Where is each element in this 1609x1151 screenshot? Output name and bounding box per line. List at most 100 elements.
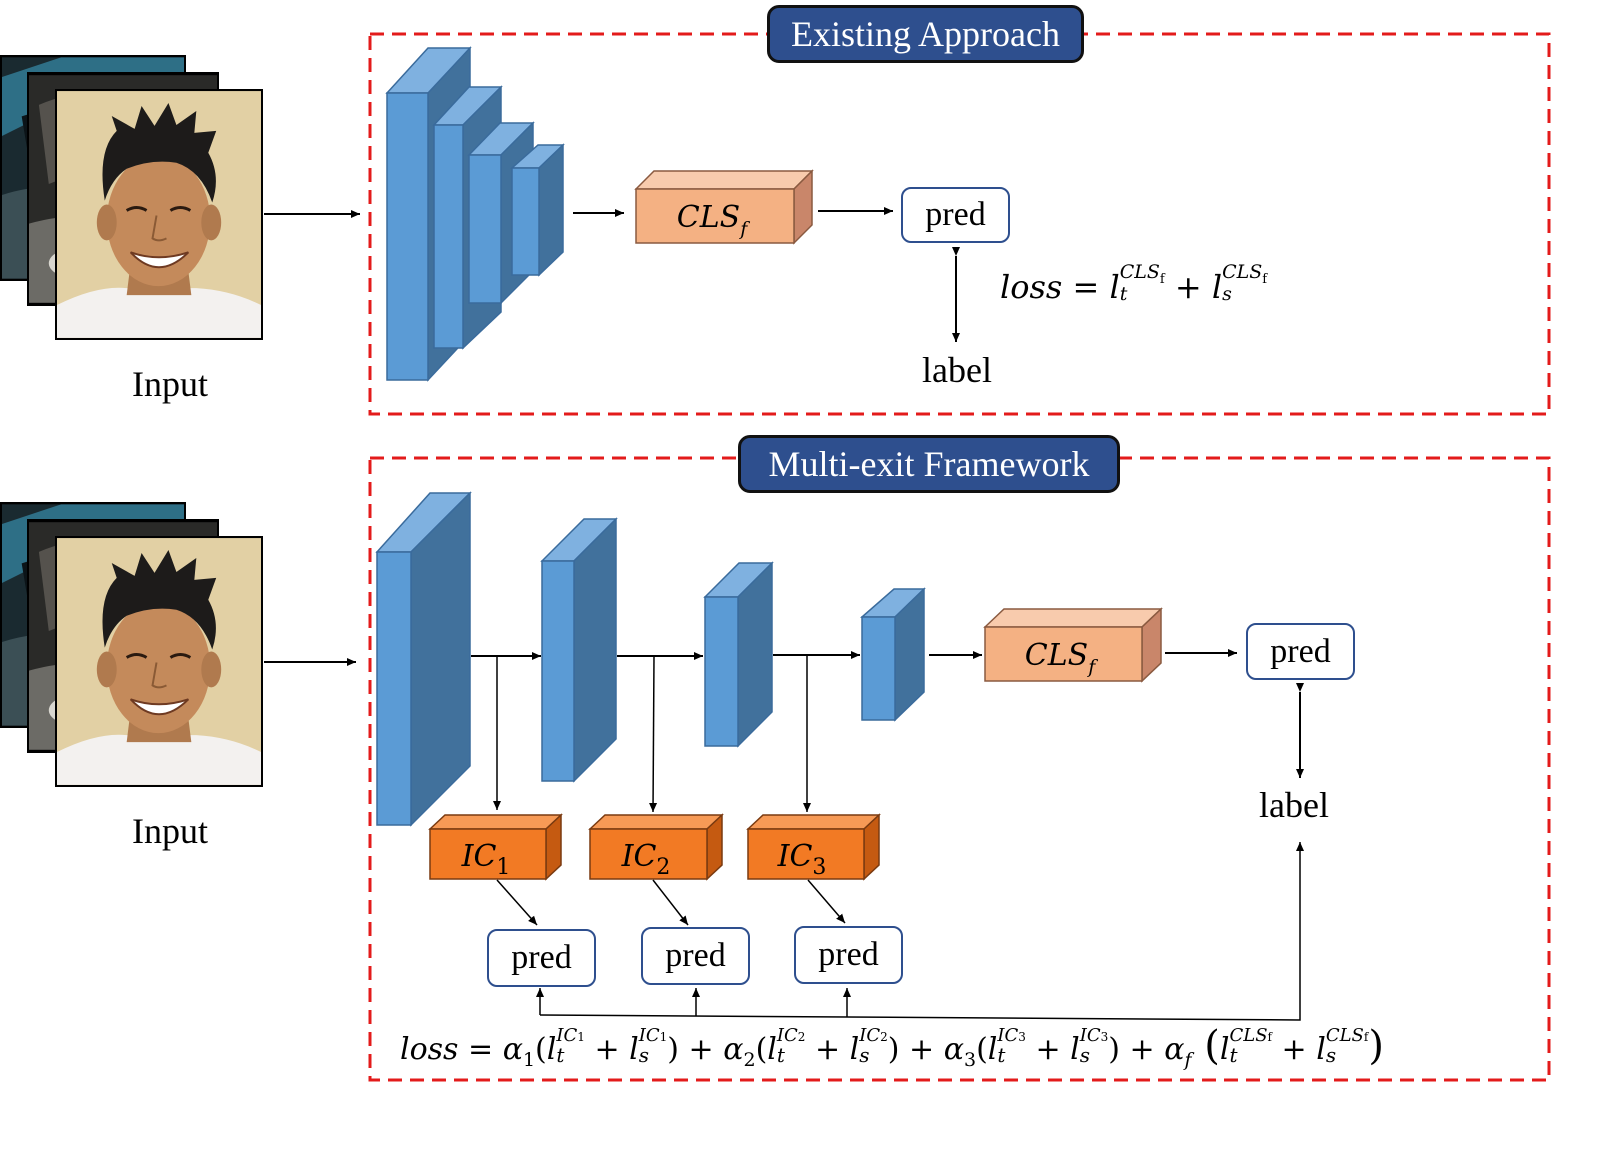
bottom-cls-block: CLSf: [983, 607, 1163, 683]
top-loss-term1-sup: CLS: [1119, 260, 1160, 283]
loss-term-1-t-sup-sub: 1: [577, 1030, 585, 1044]
ic-block-2-label: IC2: [621, 839, 671, 880]
loss-term-4-t-sub: t: [1229, 1043, 1238, 1067]
loss-term-4-t-sup-name: CLS: [1229, 1025, 1268, 1046]
loss-term-2-t-sup-sub: 2: [797, 1030, 806, 1044]
top-loss-lhs: loss: [1000, 268, 1063, 306]
bottom-cls-block-label: CLSf: [1025, 638, 1098, 678]
ic-block-3-label: IC3: [777, 839, 827, 880]
top-panel-border: [368, 32, 1551, 416]
bottom-backbone-layer-2: [540, 517, 618, 783]
bottom-input-image-front: [55, 536, 263, 787]
top-cls-block-label: CLSf: [677, 200, 750, 240]
loss-connector-line: [539, 842, 1304, 1021]
loss-open-paren-2: (: [755, 1032, 768, 1067]
loss-term-1-t-sup-name: IC: [556, 1025, 578, 1046]
top-loss-eq: =: [1072, 268, 1100, 306]
ic-block-2: IC2: [588, 813, 724, 881]
loss-term-1-s-sup: IC1: [639, 1027, 668, 1045]
loss-term-1-s-sup-name: IC: [638, 1025, 660, 1046]
loss-open-paren-4: (: [1191, 1023, 1220, 1069]
ic-block-1-label: IC1: [461, 839, 511, 880]
bottom-backbone-layer-3: [703, 561, 774, 748]
top-input-image-stack: [0, 55, 263, 340]
ic2-to-pred-arrow: [652, 879, 689, 926]
bottom-backbone-layer-1: [375, 491, 472, 827]
loss-term-3-t-sup: IC3: [997, 1027, 1026, 1045]
loss-term-2-inner-plus: +: [805, 1032, 850, 1067]
bottom-panel-border: [368, 456, 1551, 1082]
top-loss-plus: +: [1174, 268, 1202, 306]
loss-term-2-s-sub: s: [859, 1043, 870, 1067]
top-loss-term1-symbol: l: [1109, 268, 1120, 306]
loss-coef-sub-1: 1: [522, 1049, 536, 1071]
loss-coef-sub-3: 3: [963, 1049, 977, 1071]
bottom-label-text: label: [1259, 785, 1329, 825]
bottom-loss-eq: =: [468, 1032, 494, 1067]
bottom-pred-box-ic1: pred: [487, 929, 596, 987]
loss-open-paren-3: (: [976, 1032, 988, 1067]
loss-coef-2: α: [723, 1032, 744, 1067]
loss-close-paren-1: ): [667, 1032, 679, 1067]
bottom-pred-box-ic3: pred: [794, 926, 903, 984]
ic-block-1: IC1: [428, 813, 563, 881]
ic-block-3: IC3: [746, 813, 881, 881]
top-cls-block: CLSf: [634, 169, 814, 245]
top-loss-term2-supsub: f: [1262, 271, 1268, 287]
loss-coef-4: α: [1164, 1032, 1185, 1067]
top-label-text: label: [922, 350, 992, 390]
bottom-loss-lhs: loss: [400, 1032, 459, 1067]
loss-coef-3: α: [943, 1032, 964, 1067]
top-pred-box: pred: [901, 187, 1010, 243]
loss-term-1-inner-plus: +: [584, 1032, 630, 1067]
loss-term-4-t-sup-sub: f: [1267, 1030, 1272, 1044]
loss-term-4-s-symbol: l: [1316, 1032, 1326, 1067]
loss-term-4-s-sup-name: CLS: [1325, 1025, 1364, 1046]
loss-term-2-t-sub: t: [776, 1043, 785, 1067]
loss-term-1-s-sup-sub: 1: [659, 1030, 668, 1044]
loss-coef-1: α: [502, 1032, 523, 1067]
loss-close-paren-4: ): [1368, 1023, 1384, 1069]
loss-plus-3: +: [1120, 1032, 1165, 1067]
loss-term-2-s-symbol: l: [849, 1032, 860, 1067]
loss-close-paren-3: ): [1108, 1032, 1121, 1067]
top-panel-title: Existing Approach: [767, 5, 1084, 63]
loss-term-3-t-sub: t: [997, 1043, 1006, 1067]
loss-term-4-s-sub: s: [1325, 1043, 1337, 1067]
loss-plus-1: +: [678, 1032, 724, 1067]
loss-coef-sub-2: 2: [743, 1049, 756, 1071]
loss-term-2-s-sup-name: IC: [859, 1025, 881, 1046]
loss-term-1-s-sub: s: [638, 1043, 649, 1067]
top-loss-term2-sub: s: [1222, 283, 1232, 306]
bottom-input-image-stack: [0, 502, 263, 787]
loss-term-3-s-symbol: l: [1070, 1032, 1080, 1067]
ic1-to-pred-arrow: [496, 879, 538, 926]
top-backbone-layer-4: [510, 143, 565, 277]
loss-term-3-inner-plus: +: [1025, 1032, 1071, 1067]
loss-term-3-t-sup-sub: 3: [1018, 1030, 1026, 1044]
loss-term-1-t-sup: IC1: [556, 1027, 585, 1045]
loss-term-2-s-sup-sub: 2: [880, 1030, 888, 1044]
loss-term-3-t-sup-name: IC: [997, 1025, 1019, 1046]
top-loss-term1-sub: t: [1119, 283, 1128, 306]
bottom-pred-box-ic2: pred: [641, 927, 750, 985]
loss-term-4-inner-plus: +: [1272, 1032, 1317, 1067]
top-input-image-front: [55, 89, 263, 340]
loss-term-1-s-symbol: l: [629, 1032, 639, 1067]
loss-term-3-t-symbol: l: [987, 1032, 998, 1067]
loss-close-paren-2: ): [887, 1032, 900, 1067]
bottom-input-label: Input: [132, 811, 208, 851]
bottom-panel-title: Multi-exit Framework: [738, 435, 1120, 493]
ic3-to-pred-arrow: [807, 879, 846, 924]
top-loss-term2-sup: CLS: [1222, 260, 1263, 283]
loss-term-1-t-sub: t: [556, 1043, 565, 1067]
